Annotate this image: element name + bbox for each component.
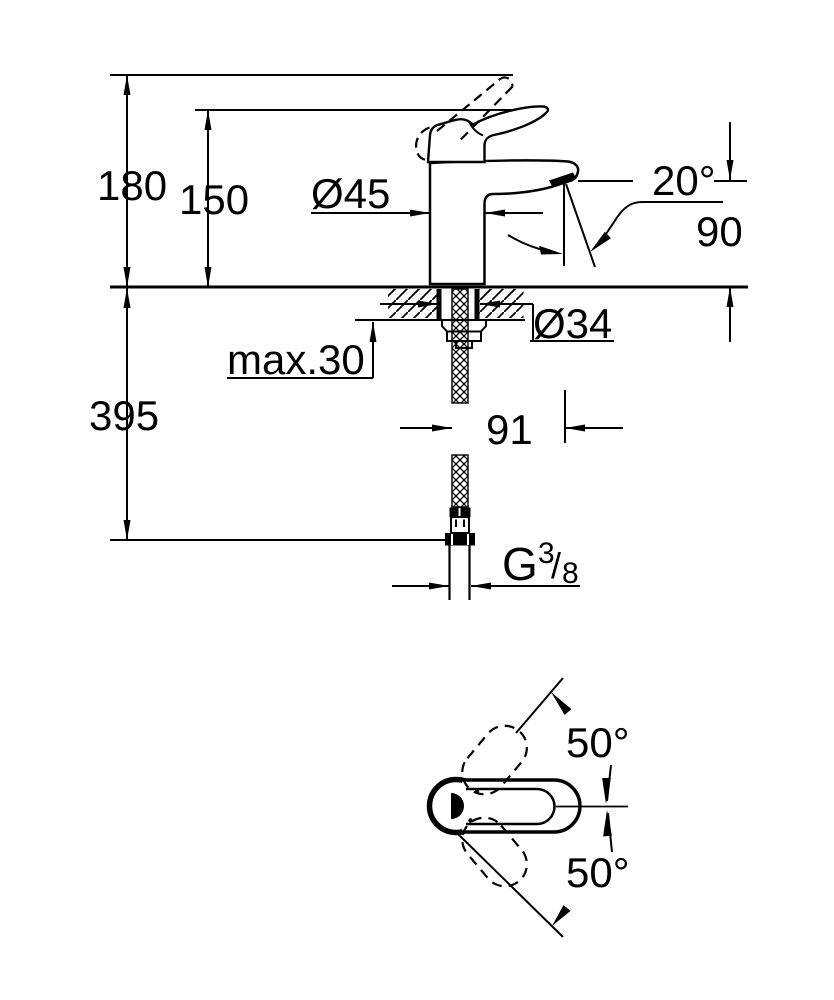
dim-150: 150 — [179, 110, 249, 287]
arrowhead — [123, 267, 131, 287]
dim-label-diameter-34: Ø34 — [533, 300, 612, 347]
dim-label-395: 395 — [89, 392, 159, 439]
dim-label-diameter-45: Ø45 — [311, 170, 390, 217]
dim-91: 91 — [400, 390, 623, 453]
dim-diameter-45: Ø45 — [311, 170, 543, 217]
stream-angle-20: 20° — [507, 157, 747, 268]
arrowhead — [590, 231, 611, 252]
arrowhead — [204, 267, 212, 287]
dim-label-50deg-upper: 50° — [566, 719, 630, 766]
faucet-outline — [428, 159, 580, 286]
thread-label-denominator: 8 — [562, 557, 579, 590]
arrowhead — [369, 322, 377, 342]
arrowhead — [726, 287, 734, 307]
handle-dot-bottom — [468, 818, 473, 823]
arrowhead — [551, 692, 572, 715]
arrowhead — [552, 905, 571, 926]
swing-line-upper — [515, 677, 564, 734]
dim-90: 90 — [696, 122, 743, 342]
dim-label-20deg: 20° — [652, 157, 716, 204]
arrowhead — [123, 75, 131, 95]
thread-label-numerator: 3 — [538, 537, 555, 570]
arrowhead — [539, 245, 563, 255]
hose-braided-upper — [451, 288, 469, 404]
hose-hex-nut — [445, 533, 475, 546]
dim-diameter-34: Ø34 — [380, 300, 614, 347]
swing-line-lower — [456, 832, 564, 938]
hose-fitting-marks — [455, 519, 465, 527]
hose-braided-lower — [451, 454, 469, 508]
shank-wall-right — [474, 289, 480, 319]
arrowhead — [123, 520, 131, 540]
arrowhead — [565, 424, 585, 432]
arrowhead — [485, 209, 505, 217]
arrowhead — [123, 288, 131, 308]
arrowhead — [480, 300, 500, 308]
handle-pivot-mark — [451, 793, 464, 819]
arrowhead — [429, 582, 449, 590]
lever-dashed-raised — [414, 76, 514, 161]
thread-label-g: G — [502, 538, 538, 590]
dim-thread-g38: G 3 / 8 — [392, 537, 580, 590]
dim-label-50deg-lower: 50° — [566, 849, 630, 896]
angle-leader-curve — [605, 201, 723, 235]
main-side-view: 180 150 395 — [89, 74, 748, 600]
arrowhead — [418, 300, 438, 308]
arrowhead — [410, 209, 430, 217]
lever-solid — [426, 105, 550, 164]
dim-label-max30: max.30 — [227, 336, 365, 383]
handle-top-view: 50° 50° — [426, 677, 630, 938]
dim-label-150: 150 — [179, 176, 249, 223]
dim-395: 395 — [89, 287, 447, 541]
arrowhead — [603, 810, 612, 837]
thread-label-slash: / — [551, 545, 561, 586]
stream-line-slanted — [565, 183, 596, 268]
handle-stadium-inner — [466, 787, 556, 826]
dim-label-90: 90 — [696, 208, 743, 255]
arrowhead — [726, 160, 734, 180]
lever-detail-line — [468, 121, 484, 137]
mounting-and-hose — [436, 288, 487, 600]
arrowhead — [432, 424, 452, 432]
dim-label-180: 180 — [97, 162, 167, 209]
hose-fitting-body — [450, 516, 470, 534]
dim-label-91: 91 — [486, 406, 533, 453]
arrowhead — [471, 582, 491, 590]
dim-180: 180 — [97, 75, 167, 287]
faucet-body — [414, 76, 580, 286]
arrowhead — [602, 778, 611, 804]
hose-hex-nut-slits — [451, 534, 469, 545]
connection-tube — [448, 545, 471, 600]
dim-max-30: max.30 — [227, 322, 377, 383]
arrowhead — [204, 110, 212, 130]
aerator — [549, 172, 577, 187]
shank-wall-left — [436, 289, 442, 319]
